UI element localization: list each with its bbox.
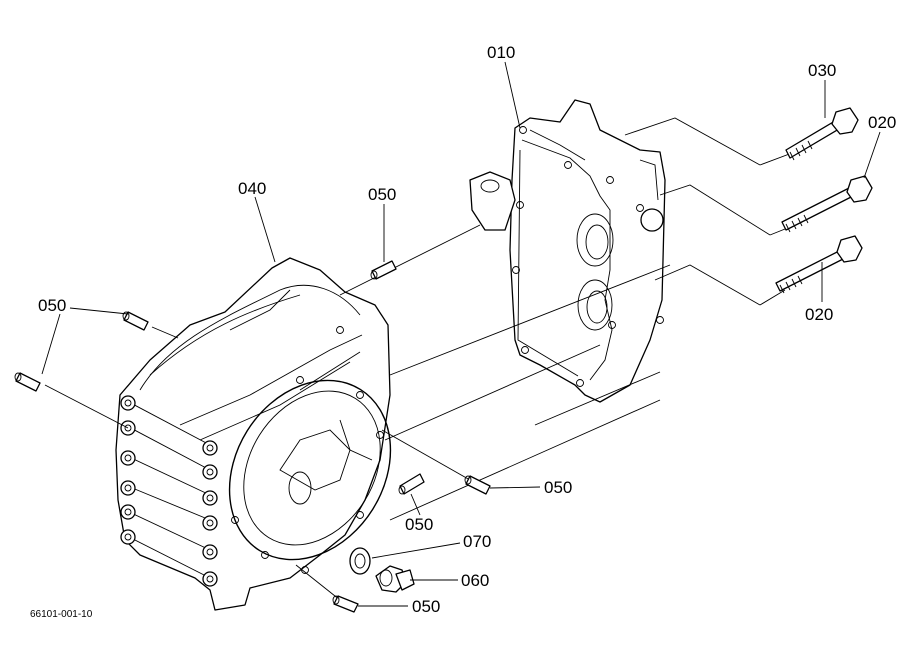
label-010: 010 — [487, 43, 515, 62]
label-050-left: 050 — [38, 296, 66, 315]
rear-housing-010 — [469, 99, 666, 403]
label-050-right-b: 050 — [405, 515, 433, 534]
boss-holes — [120, 395, 218, 587]
label-020-top: 020 — [868, 113, 896, 132]
gasket-070 — [349, 547, 371, 575]
housing-ribs — [124, 399, 211, 579]
part-labels: 010 030 020 020 040 050 050 050 050 070 … — [30, 43, 896, 620]
leader-lines — [41, 61, 881, 607]
label-050-bottom: 050 — [412, 597, 440, 616]
label-020-bottom: 020 — [805, 305, 833, 324]
bolt-020-lower — [775, 235, 863, 294]
drawing-code: 66101-001-10 — [30, 609, 93, 620]
assembly-lines — [44, 117, 801, 601]
label-060: 060 — [461, 571, 489, 590]
dowel-pins-050 — [14, 260, 491, 613]
label-070: 070 — [463, 532, 491, 551]
front-housing-040 — [115, 257, 392, 611]
label-050-mid: 050 — [368, 185, 396, 204]
bolt-020-upper — [781, 175, 873, 233]
drain-plug-060 — [375, 565, 415, 593]
label-030: 030 — [808, 61, 836, 80]
bolt-030 — [785, 107, 859, 161]
label-040: 040 — [238, 179, 266, 198]
label-050-right-a: 050 — [544, 478, 572, 497]
